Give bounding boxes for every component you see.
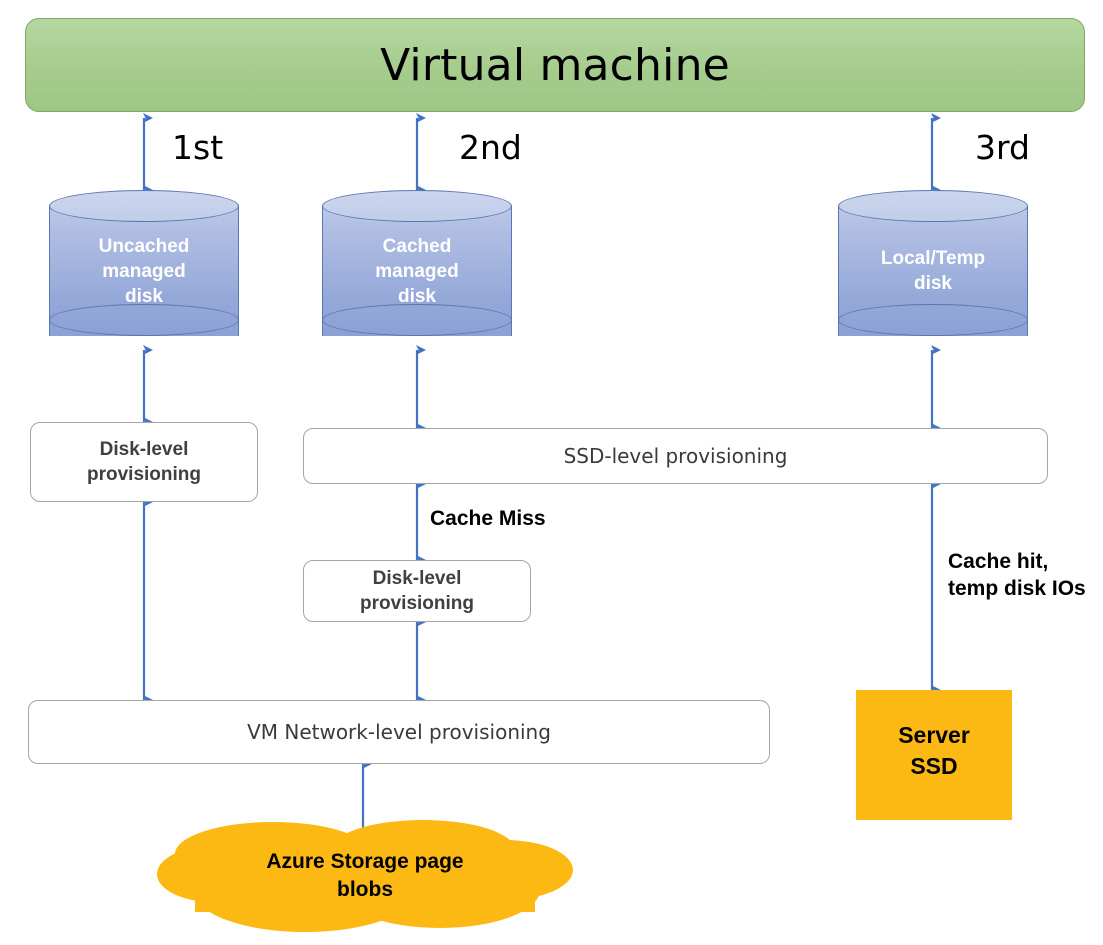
cylinder-top-ellipse (49, 190, 239, 222)
disk-cached-managed: Cached managed disk (322, 190, 512, 352)
cylinder-bottom-ellipse (322, 304, 512, 336)
cylinder-bottom-ellipse (49, 304, 239, 336)
virtual-machine-banner: Virtual machine (25, 18, 1085, 112)
cylinder-top-ellipse (838, 190, 1028, 222)
box-ssd-level-provisioning-label: SSD-level provisioning (563, 443, 788, 468)
ordinal-label-2nd: 2nd (459, 128, 522, 167)
box-disk-level-provisioning-middle: Disk-level provisioning (303, 560, 531, 622)
disk-cached-managed-label: Cached managed disk (375, 236, 459, 307)
server-ssd-label: Server SSD (898, 722, 970, 779)
annotation-cache-hit: Cache hit, temp disk IOs (948, 550, 1086, 600)
virtual-machine-label: Virtual machine (380, 39, 730, 91)
box-vm-network-level-provisioning-label: VM Network-level provisioning (247, 719, 551, 744)
ordinal-label-1st: 1st (172, 128, 224, 167)
ordinal-label-3rd: 3rd (975, 128, 1030, 167)
box-disk-level-provisioning-middle-label: Disk-level provisioning (360, 568, 474, 614)
cloud-icon (157, 820, 573, 932)
box-ssd-level-provisioning: SSD-level provisioning (303, 428, 1048, 484)
box-disk-level-provisioning-left: Disk-level provisioning (30, 422, 258, 502)
box-vm-network-level-provisioning: VM Network-level provisioning (28, 700, 770, 764)
azure-storage-cloud: Azure Storage page blobs (155, 812, 575, 937)
disk-uncached-managed-label: Uncached managed disk (98, 236, 190, 307)
annotation-cache-miss: Cache Miss (430, 507, 546, 530)
disk-local-temp-label: Local/Temp disk (880, 248, 986, 294)
cylinder-bottom-ellipse (838, 304, 1028, 336)
box-disk-level-provisioning-left-label: Disk-level provisioning (87, 439, 201, 485)
disk-local-temp: Local/Temp disk (838, 190, 1028, 352)
cylinder-top-ellipse (322, 190, 512, 222)
server-ssd-box: Server SSD (856, 690, 1012, 820)
disk-uncached-managed: Uncached managed disk (49, 190, 239, 352)
azure-storage-cloud-label: Azure Storage page blobs (266, 850, 464, 901)
